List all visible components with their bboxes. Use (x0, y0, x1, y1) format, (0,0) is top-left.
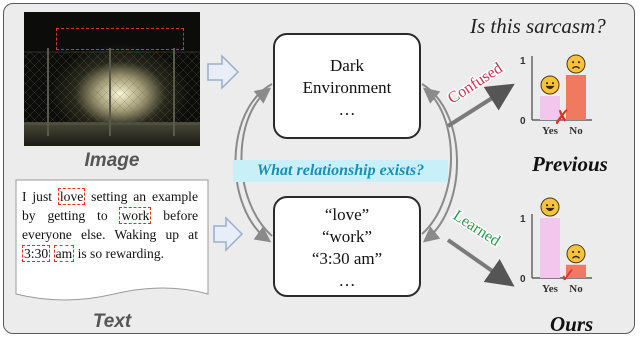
ours-happy-face-icon-face (540, 197, 560, 217)
previous-happy-face-icon-eye-right (551, 82, 555, 85)
highlight-time-1: 3:30 (22, 245, 51, 262)
previous-happy-face-icon-eye-left (545, 82, 549, 85)
image-feature-box: Dark Environment … (273, 33, 421, 139)
paper-background (15, 179, 209, 301)
sarcasm-question: Is this sarcasm? (470, 14, 606, 38)
image-label: Image (84, 150, 140, 171)
previous-sad-face-icon-mouth (571, 66, 581, 70)
night-fence-photo (24, 12, 200, 146)
previous-happy-face-icon (540, 75, 560, 95)
text-seg-3: before everyone else. Waking up at (22, 208, 198, 242)
text-feature-ellipsis: … (338, 271, 356, 290)
image-feature-line-2: Environment (302, 78, 392, 97)
previous-ytick-bottom: 0 (520, 116, 526, 127)
right-curve-arrow-up (421, 87, 452, 235)
ground-strip (24, 122, 200, 146)
ours-label: Ours (550, 312, 594, 336)
image-flow-arrow (207, 54, 240, 90)
ours-sad-face-icon-mouth (571, 255, 581, 259)
previous-xtick-no: No (569, 125, 583, 137)
text-label: Text (92, 311, 132, 332)
ours-sad-face-icon-eye-left (571, 250, 575, 254)
ours-xtick-no: No (569, 283, 583, 295)
ours-xtick-yes: Yes (542, 283, 559, 295)
text-feature-line-2: “work” (321, 227, 373, 246)
tweet-text: I just love setting an example by gettin… (22, 187, 198, 263)
highlight-work: work (119, 207, 152, 224)
ours-sad-face-icon-face (566, 244, 586, 264)
previous-sad-face-icon-eye-right (577, 61, 581, 64)
ours-happy-face-icon-mouth (545, 207, 555, 212)
text-seg-5: is so rewarding. (74, 246, 165, 261)
dark-region-highlight (56, 28, 184, 50)
image-feature-line-1: Dark (330, 56, 364, 75)
ours-happy-face-icon-eye-left (545, 204, 549, 207)
ours-sad-face-icon (566, 244, 586, 264)
ours-bar-no (566, 264, 586, 278)
text-feature-line-1: “love” (324, 205, 370, 224)
ours-bar-yes (540, 218, 560, 278)
text-seg-1: I just (22, 189, 58, 204)
previous-sad-face-icon-face (566, 54, 586, 74)
text-seg-2: setting an example by getting to (22, 189, 198, 223)
previous-xtick-yes: Yes (542, 125, 559, 137)
text-feature-box: “love” “work” “3:30 am” … (273, 196, 421, 297)
relationship-question: What relationship exists? (233, 160, 448, 182)
previous-sad-face-icon-eye-left (571, 61, 575, 64)
previous-happy-face-icon-face (540, 75, 560, 95)
text-feature-line-3: “3:30 am” (311, 249, 383, 268)
fence-mesh (24, 48, 200, 136)
confused-output-arrow (446, 83, 515, 128)
previous-happy-face-icon-mouth (545, 85, 555, 90)
ours-sad-face-icon-eye-right (577, 250, 581, 254)
highlight-love: love (57, 188, 86, 205)
previous-sad-face-icon (566, 54, 586, 74)
previous-bar-yes (540, 96, 560, 120)
previous-label: Previous (532, 152, 608, 176)
ours-happy-face-icon (540, 197, 560, 217)
ours-ytick-top: 1 (520, 214, 526, 225)
image-feature-ellipsis: … (338, 100, 356, 119)
ours-ytick-bottom: 0 (520, 274, 526, 285)
previous-ytick-top: 1 (520, 56, 526, 67)
previous-bar-no (566, 75, 586, 120)
previous-cross-mark-icon: ✗ (554, 105, 571, 129)
text-flow-arrow (213, 216, 244, 252)
ours-check-mark-icon: ✓ (560, 263, 577, 287)
ours-happy-face-icon-eye-right (551, 204, 555, 207)
learned-output-arrow (446, 238, 515, 287)
highlight-time-2: am (53, 245, 75, 262)
